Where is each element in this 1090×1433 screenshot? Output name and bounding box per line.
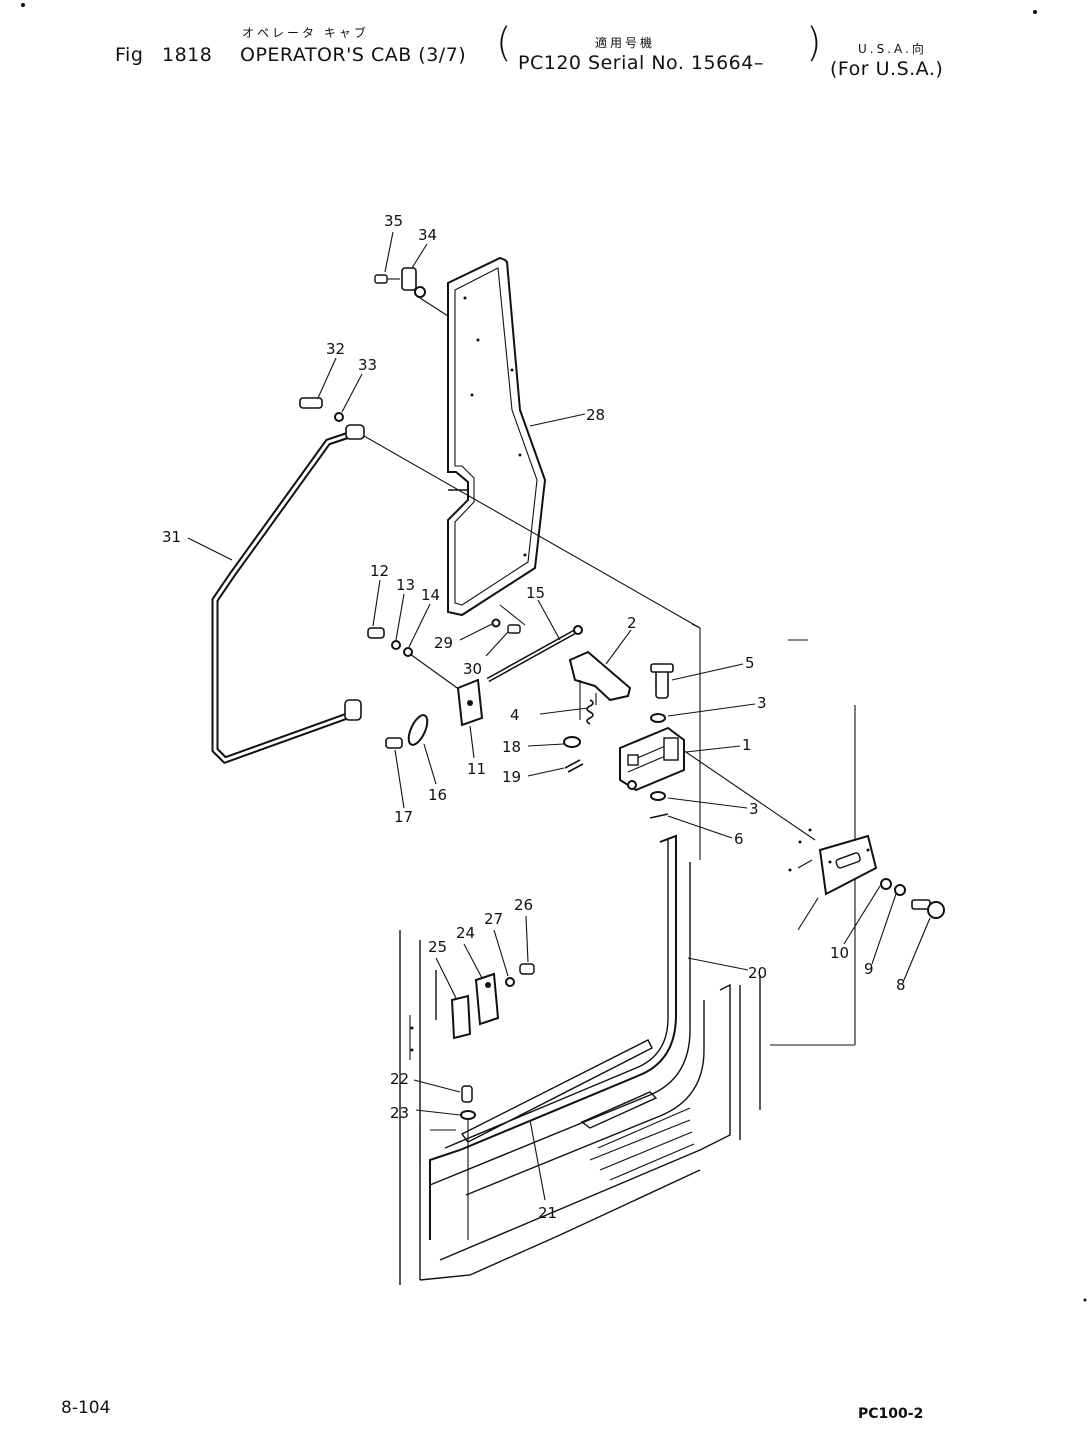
model-code: PC100-2 (858, 1406, 924, 1422)
lever-plate (568, 650, 632, 720)
model-serial: PC120 Serial No. 15664– (518, 52, 764, 74)
callout-15: 15 (526, 584, 545, 602)
callout-8: 8 (896, 976, 906, 994)
callout-22: 22 (390, 1070, 409, 1088)
callout-4: 4 (510, 706, 520, 724)
bolt-and-washer (299, 397, 344, 422)
bracket-bolt-set (367, 627, 413, 657)
callout-13: 13 (396, 576, 415, 594)
callout-6: 6 (734, 830, 744, 848)
clip-and-screw (374, 267, 449, 317)
callout-29: 29 (434, 634, 453, 652)
page-number: 8-104 (61, 1398, 111, 1418)
callout-20: 20 (748, 964, 767, 982)
stay-rod (486, 625, 583, 683)
callout-31: 31 (162, 528, 181, 546)
callout-19: 19 (502, 768, 521, 786)
pin-bolt (650, 663, 674, 699)
paren-open: ( (496, 20, 512, 66)
callout-35: 35 (384, 212, 403, 230)
striker-plate (788, 828, 878, 931)
title-japanese: オペレータ キャブ (242, 26, 369, 40)
callout-5: 5 (745, 654, 755, 672)
stay-bracket (456, 678, 484, 727)
callout-9: 9 (864, 960, 874, 978)
callout-24: 24 (456, 924, 475, 942)
callout-3b: 3 (749, 800, 759, 818)
callout-30: 30 (463, 660, 482, 678)
callout-17: 17 (394, 808, 413, 826)
callout-16: 16 (428, 786, 447, 804)
applicable-japanese: 適用号機 (595, 36, 656, 50)
fig-number: 1818 (162, 44, 213, 66)
window-glass-panel (447, 256, 547, 617)
paren-close: ) (806, 20, 822, 66)
callout-10: 10 (830, 944, 849, 962)
callout-1: 1 (742, 736, 752, 754)
callout-14: 14 (421, 586, 440, 604)
callout-12: 12 (370, 562, 389, 580)
door-stopper (450, 963, 535, 1040)
callout-33: 33 (358, 356, 377, 374)
callout-26: 26 (514, 896, 533, 914)
callout-18: 18 (502, 738, 521, 756)
cab-door-frame (399, 834, 761, 1285)
callout-11: 11 (467, 760, 486, 778)
callout-23: 23 (390, 1104, 409, 1122)
callout-27: 27 (484, 910, 503, 928)
door-catch (385, 714, 429, 749)
callout-34: 34 (418, 226, 437, 244)
hex-bolt (911, 899, 945, 919)
hand-rail (211, 424, 365, 765)
fig-label: Fig (115, 44, 144, 66)
callout-21: 21 (538, 1204, 557, 1222)
market-label: (For U.S.A.) (830, 58, 944, 80)
callout-3a: 3 (757, 694, 767, 712)
callout-25: 25 (428, 938, 447, 956)
door-lock-body (619, 726, 685, 792)
callout-2: 2 (627, 614, 637, 632)
callout-32: 32 (326, 340, 345, 358)
page-title: OPERATOR'S CAB (3/7) (240, 44, 467, 66)
callout-28: 28 (586, 406, 605, 424)
market-japanese: U.S.A.向 (858, 42, 927, 56)
